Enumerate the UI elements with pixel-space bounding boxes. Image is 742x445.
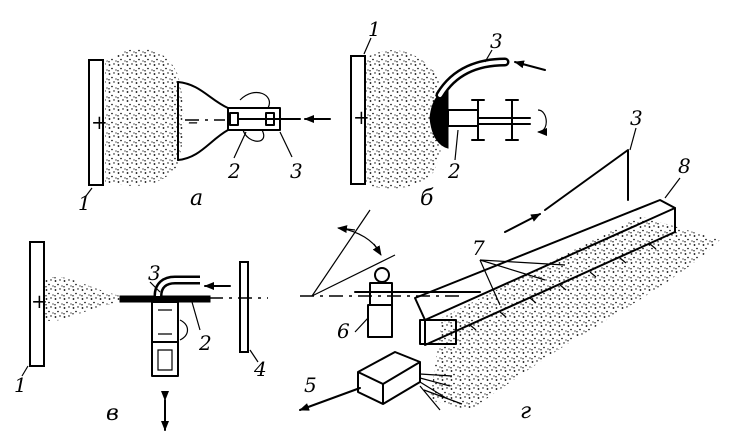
polarity-plus: + xyxy=(31,289,48,313)
label-2: 2 xyxy=(198,331,212,355)
leader-3 xyxy=(629,127,637,151)
feed-arrow-3 xyxy=(504,213,541,233)
leader-3 xyxy=(149,281,161,293)
holder-6 xyxy=(367,304,393,338)
panel-g: 3 5 6 7 8 г xyxy=(299,106,720,424)
panel-caption-b: б xyxy=(420,186,434,211)
leader-2 xyxy=(233,131,247,159)
leader-7c xyxy=(479,259,566,266)
leader-2 xyxy=(191,301,201,331)
label-3: 3 xyxy=(630,106,643,130)
rotation-arc xyxy=(537,109,548,136)
polarity-plus: + xyxy=(353,105,370,129)
panel-a: 1 2 3 + – а xyxy=(78,48,331,215)
leader-1 xyxy=(363,37,372,55)
label-2: 2 xyxy=(227,159,241,183)
leader-3 xyxy=(484,49,493,63)
angle-ray-1 xyxy=(311,209,371,297)
label-7: 7 xyxy=(472,236,485,260)
angle-ray-2 xyxy=(311,254,396,297)
leader-1 xyxy=(85,187,93,197)
panel-caption-a: а xyxy=(190,186,203,211)
bearing-2 xyxy=(505,99,519,141)
leader-4 xyxy=(249,349,259,363)
feed-tube-3 xyxy=(544,149,629,211)
label-1: 1 xyxy=(78,191,91,215)
label-1: 1 xyxy=(368,17,381,41)
leader-2 xyxy=(454,129,459,161)
rod-5 xyxy=(299,387,361,411)
leader-6 xyxy=(354,317,369,333)
rotation-arc xyxy=(179,319,189,341)
label-4: 4 xyxy=(253,357,267,381)
polarity-plus: + xyxy=(91,110,108,134)
powder-bed xyxy=(430,216,720,410)
polarity-minus: – xyxy=(188,109,198,133)
label-5: 5 xyxy=(304,373,317,397)
label-2: 2 xyxy=(447,159,461,183)
leader-1 xyxy=(21,365,29,377)
counter-plate xyxy=(239,261,249,353)
powder-cone xyxy=(45,276,120,321)
label-6: 6 xyxy=(337,319,350,343)
angle-arrow-2 xyxy=(372,243,382,256)
feed-tube-inner xyxy=(438,60,507,97)
carriage-end xyxy=(419,319,457,345)
angle-arc xyxy=(339,227,381,253)
label-8: 8 xyxy=(678,154,691,178)
powder-spray xyxy=(105,48,184,186)
panel-caption-v: в xyxy=(106,401,119,426)
electrode-plate xyxy=(29,241,45,367)
leader-7a xyxy=(479,259,501,306)
spray-rays xyxy=(419,373,463,411)
slider-detail xyxy=(157,349,173,371)
angle-arrow-1 xyxy=(337,225,356,234)
slider-block xyxy=(151,341,179,377)
leader-7b xyxy=(479,259,546,281)
carriage-side xyxy=(424,207,676,346)
electrode-plate xyxy=(350,55,366,185)
clamp-block xyxy=(369,282,393,306)
panel-caption-g: г xyxy=(520,399,531,424)
electrode-plate xyxy=(88,59,104,186)
feed-arrow xyxy=(514,60,546,71)
label-3: 3 xyxy=(148,261,161,285)
leader-3 xyxy=(279,131,293,158)
label-1: 1 xyxy=(14,373,27,397)
clamp-knob xyxy=(374,267,390,283)
stand xyxy=(151,301,179,343)
panel-b: 1 2 3 + б xyxy=(350,17,548,211)
holder xyxy=(447,109,479,127)
bearing-1 xyxy=(471,99,485,141)
probe-block xyxy=(357,351,421,405)
leader-8 xyxy=(664,177,681,199)
shaft xyxy=(477,117,531,125)
stand-bolts xyxy=(158,309,172,335)
teeth xyxy=(469,243,657,331)
rod-block-1 xyxy=(229,112,239,126)
feed-tube-inner xyxy=(156,278,200,297)
label-3: 3 xyxy=(290,159,303,183)
powder-spray xyxy=(366,50,445,189)
panel-v: 1 2 3 4 + в xyxy=(14,241,268,431)
label-3: 3 xyxy=(490,29,503,53)
rotation-arc xyxy=(239,91,271,142)
